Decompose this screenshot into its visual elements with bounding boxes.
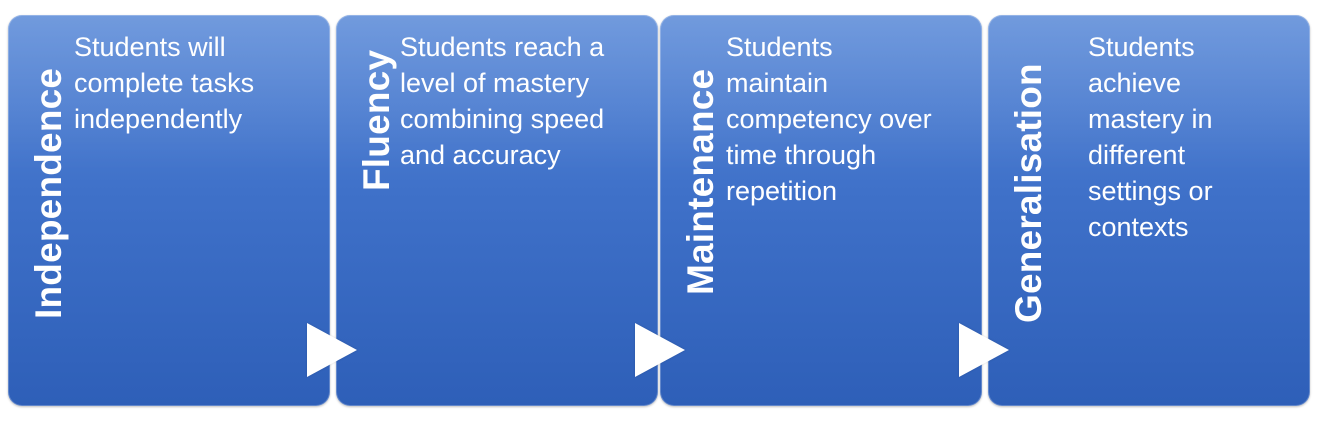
stage-generalisation-box: Generalisation Students achieve mastery … bbox=[988, 15, 1310, 406]
arrow-right-icon bbox=[635, 323, 685, 377]
stage-title-wrapper: Maintenance bbox=[674, 29, 728, 339]
stage-title-independence: Independence bbox=[28, 67, 69, 319]
stage-description-fluency: Students reach a level of mastery combin… bbox=[400, 32, 605, 170]
stage-title-wrapper: Fluency bbox=[350, 29, 404, 339]
stage-maintenance-box: Maintenance Students maintain competency… bbox=[660, 15, 982, 406]
stage-title-generalisation: Generalisation bbox=[1008, 63, 1049, 323]
stage-title-wrapper: Independence bbox=[22, 29, 76, 339]
stage-title-maintenance: Maintenance bbox=[680, 68, 721, 295]
stage-description-maintenance: Students maintain competency over time t… bbox=[726, 32, 932, 206]
arrow-right-icon bbox=[959, 323, 1009, 377]
stage-title-wrapper: Generalisation bbox=[1002, 29, 1056, 339]
stage-fluency-box: Fluency Students reach a level of master… bbox=[336, 15, 658, 406]
arrow-right-icon bbox=[307, 323, 357, 377]
stage-description-independence: Students will complete tasks independent… bbox=[74, 32, 255, 134]
stage-description-generalisation: Students achieve mastery in different se… bbox=[1088, 32, 1213, 242]
stage-independence-box: Independence Students will complete task… bbox=[8, 15, 330, 406]
